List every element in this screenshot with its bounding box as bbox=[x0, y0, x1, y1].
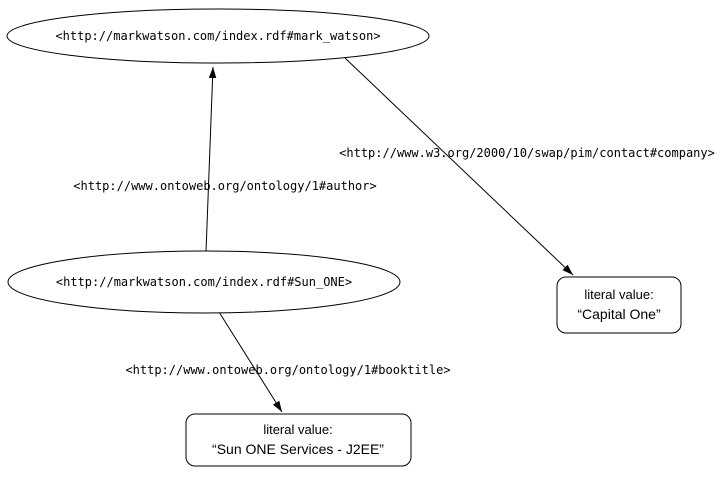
node-capital-one-box bbox=[556, 276, 682, 334]
edge-author-arrow bbox=[205, 66, 217, 253]
edge-label-company: <http://www.w3.org/2000/10/swap/pim/cont… bbox=[339, 146, 715, 160]
node-sun-one-ellipse bbox=[7, 250, 401, 314]
node-sun-one-label: <http://markwatson.com/index.rdf#Sun_ONE… bbox=[56, 275, 352, 289]
node-mark-watson-ellipse bbox=[6, 8, 430, 64]
capital-one-literal-value: “Capital One” bbox=[577, 306, 661, 322]
node-booktitle-box bbox=[185, 413, 412, 467]
booktitle-literal-title: literal value: bbox=[263, 422, 332, 437]
node-mark-watson-label: <http://markwatson.com/index.rdf#mark_wa… bbox=[55, 29, 380, 43]
edge-label-author: <http://www.ontoweb.org/ontology/1#autho… bbox=[73, 179, 376, 193]
edge-company-arrow bbox=[344, 57, 574, 276]
edge-booktitle-arrow bbox=[218, 311, 283, 413]
capital-one-literal-title: literal value: bbox=[584, 287, 653, 302]
edge-label-booktitle: <http://www.ontoweb.org/ontology/1#bookt… bbox=[125, 363, 450, 377]
booktitle-literal-value: “Sun ONE Services - J2EE” bbox=[212, 441, 384, 457]
